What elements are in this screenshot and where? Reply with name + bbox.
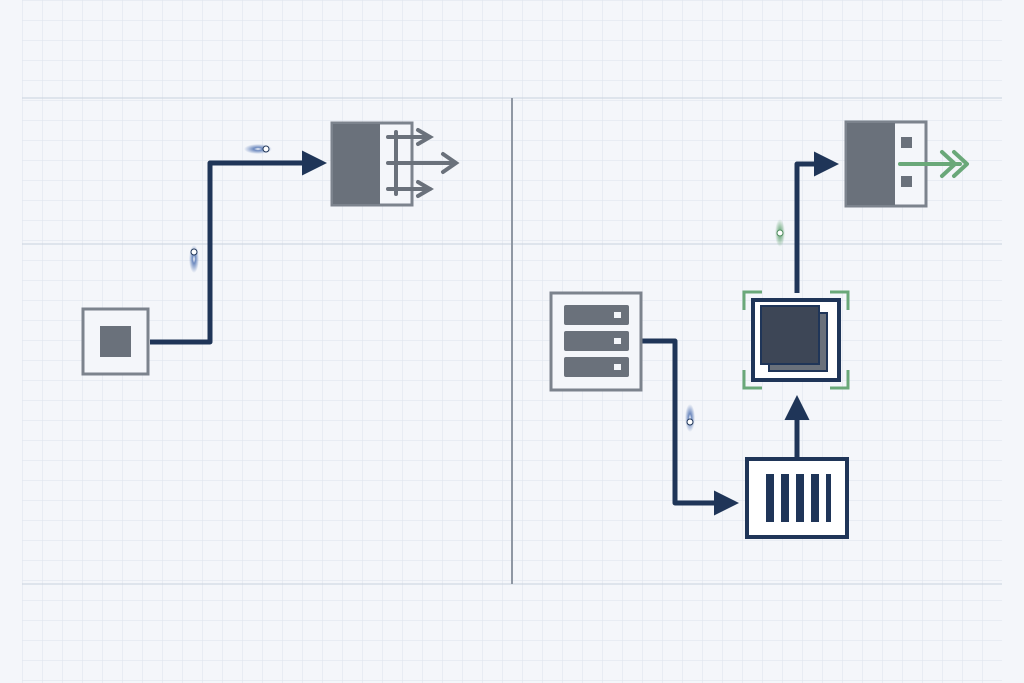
- selection-brackets: [742, 290, 850, 390]
- data-token: [189, 245, 199, 273]
- connector-server-to-queue[interactable]: [642, 338, 739, 516]
- queue-node[interactable]: [745, 457, 849, 539]
- server-stack-icon: [564, 305, 629, 377]
- bars-queue-icon: [766, 474, 831, 522]
- fan-out-arrows-icon: [386, 128, 460, 198]
- splitter-node[interactable]: [330, 121, 460, 207]
- right-panel: [549, 120, 969, 539]
- processor-node[interactable]: [742, 290, 850, 390]
- data-token: [775, 219, 785, 247]
- connector-processor-to-output[interactable]: [794, 151, 839, 293]
- server-node[interactable]: [549, 291, 643, 392]
- double-chevron-output-icon: [898, 150, 969, 178]
- layered-chip-icon: [760, 305, 828, 372]
- output-node[interactable]: [844, 120, 969, 208]
- connector-source-to-splitter[interactable]: [150, 150, 327, 345]
- data-token: [685, 404, 695, 432]
- source-node[interactable]: [81, 307, 150, 376]
- square-chip-icon: [100, 326, 131, 357]
- data-token: [244, 144, 272, 154]
- left-panel: [81, 121, 460, 376]
